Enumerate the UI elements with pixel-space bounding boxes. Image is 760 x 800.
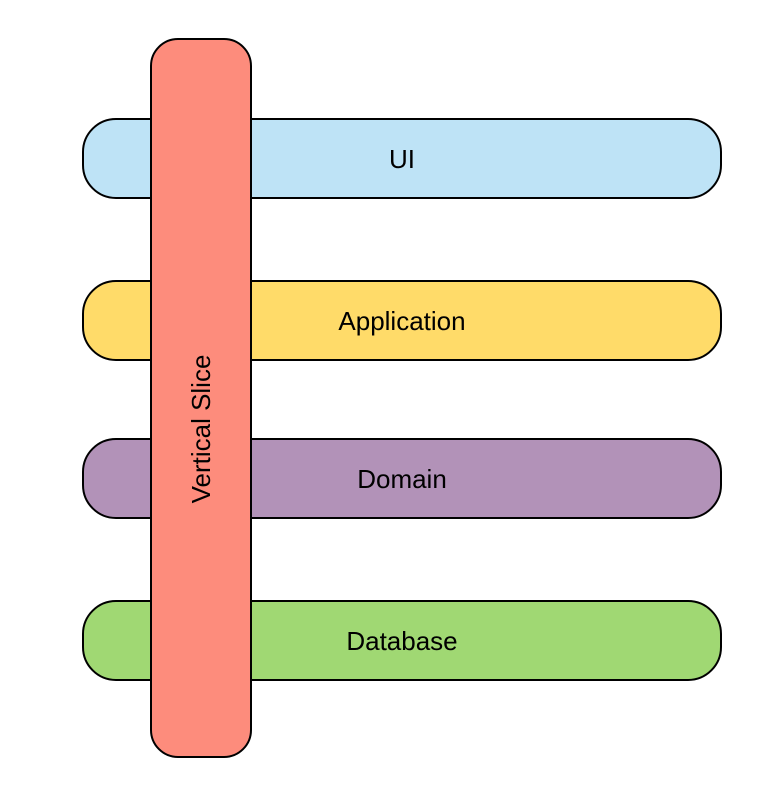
layer-database-label: Database (346, 625, 458, 656)
layer-domain-label: Domain (357, 463, 447, 494)
vertical-slice-label: Vertical Slice (186, 354, 216, 504)
layer-application-label: Application (338, 305, 466, 336)
layer-ui-label: UI (389, 143, 415, 174)
vertical-slice-bar: Vertical Slice (150, 38, 252, 758)
layer-application: Application (82, 280, 722, 361)
